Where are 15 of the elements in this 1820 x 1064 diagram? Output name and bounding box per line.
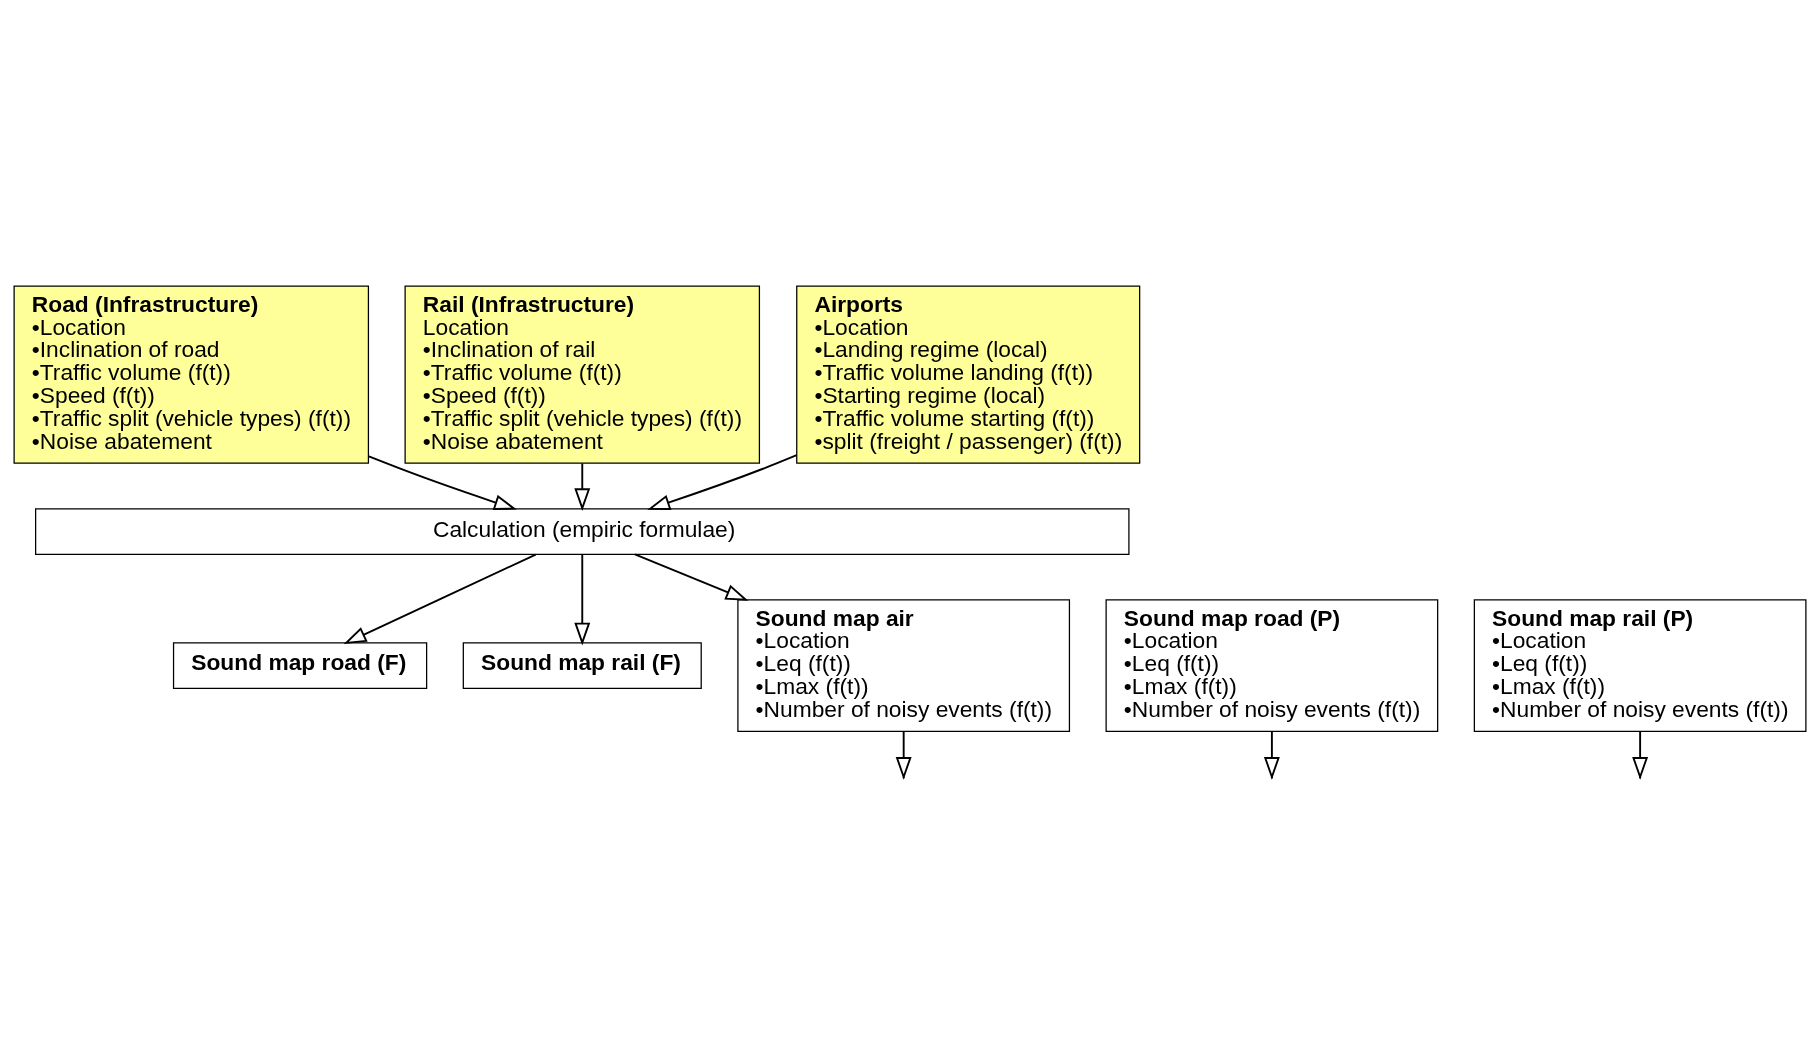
arrow: [647, 454, 798, 511]
node-box: Sound map road (P) •Location •Leq (f(t)) •Lmax (f(t)) •Number of noisy events (f(t)): [1105, 599, 1439, 733]
node-box: Calculation (empiric formulae): [35, 508, 1130, 555]
node-box: Sound map rail (F): [462, 642, 702, 690]
arrow: [343, 553, 537, 645]
node-box: Sound map rail (P) •Location •Leq (f(t)) •Lmax (f(t)) •Number of noisy events (f(t)): [1473, 599, 1807, 733]
node-box: Sound map air •Location •Leq (f(t)) •Lmax (f(t)) •Number of noisy events (f(t)): [737, 599, 1071, 733]
node-box: Rail (Infrastructure) Location •Inclination of rail •Traffic volume (f(t)) •Speed (f(t)) •Traffic split (vehicle types) (f(t)) •Noise abatement: [404, 285, 761, 464]
node-box: Airports •Location •Landing regime (local) •Traffic volume landing (f(t)) •Starting regime (local) •Traffic volume starting (f(t)) •split (freight / passenger) (f(t)): [796, 285, 1141, 464]
arrow: [574, 462, 591, 512]
arrow: [574, 553, 591, 646]
node-box: Sound map road (F): [172, 642, 428, 690]
arrow: [367, 455, 517, 510]
arrow: [634, 553, 749, 601]
node-box: Road (Infrastructure) •Location •Inclination of road •Traffic volume (f(t)) •Speed (f(t)) •Traffic split (vehicle types) (f(t)) •Noise abatement: [13, 285, 370, 464]
